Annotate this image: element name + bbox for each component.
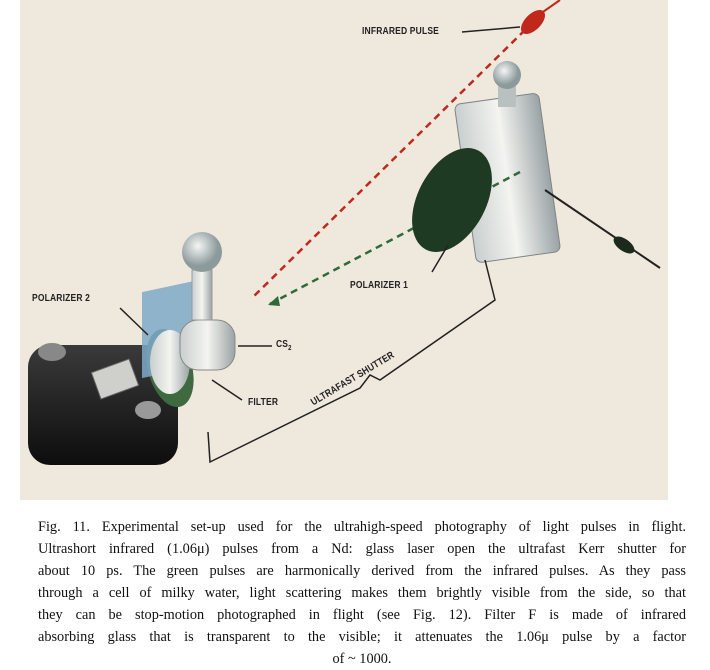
cs2-cell [179,319,236,371]
caption-line: Fig. 11. Experimental set-up used for th… [38,519,686,535]
filter-label: FILTER [248,397,279,408]
water-cell-bulb [493,61,521,89]
water-cell-stopper [498,85,516,107]
green-pulse-icon [613,236,635,254]
camera-knob [38,343,66,361]
caption-line: absorbing glass that is transparent to t… [38,629,686,645]
infrared-beam-top [539,0,561,15]
caption-line: Ultrashort infrared (1.06μ) pulses from … [38,541,686,557]
filter-pointer [211,379,243,401]
camera-body [28,345,178,465]
polarizer-1-icon [412,148,492,252]
infrared-pulse-icon [520,9,546,35]
ultrafast-shutter-bracket [207,259,496,464]
cs2-label-text: CS [276,339,289,350]
cs2-label: CS2 [276,339,292,352]
caption-line: about 10 ps. The green pulses are harmon… [38,563,686,579]
illustration-canvas [20,0,668,500]
cs2-cell-bulb [182,232,222,272]
polarizer-1-label: POLARIZER 1 [350,280,409,291]
infrared-beam [251,29,526,299]
polarizer-2-pointer [119,307,149,336]
caption-line: through a cell of milky water, light sca… [38,585,686,601]
camera-viewfinder [90,358,140,400]
caption-line: of ~ 1000. [332,651,392,667]
input-beam [544,189,661,269]
polarizer-2-label: POLARIZER 2 [32,293,91,304]
infrared-pulse-label: INFRARED PULSE [362,26,440,37]
figure-caption: Fig. 11. Experimental set-up used for th… [38,516,686,670]
camera-knob [135,401,161,419]
cs2-label-subscript: 2 [288,345,292,352]
polarizer-1-pointer [431,244,449,273]
green-beam-arrowhead [268,296,280,306]
cs2-cell-neck [191,269,213,321]
infrared-label-pointer [461,26,521,33]
experimental-setup-illustration: INFRARED PULSE POLARIZER 2 CS2 FILTER PO… [20,0,668,500]
caption-line: they can be stop-motion photographed in … [38,607,686,623]
